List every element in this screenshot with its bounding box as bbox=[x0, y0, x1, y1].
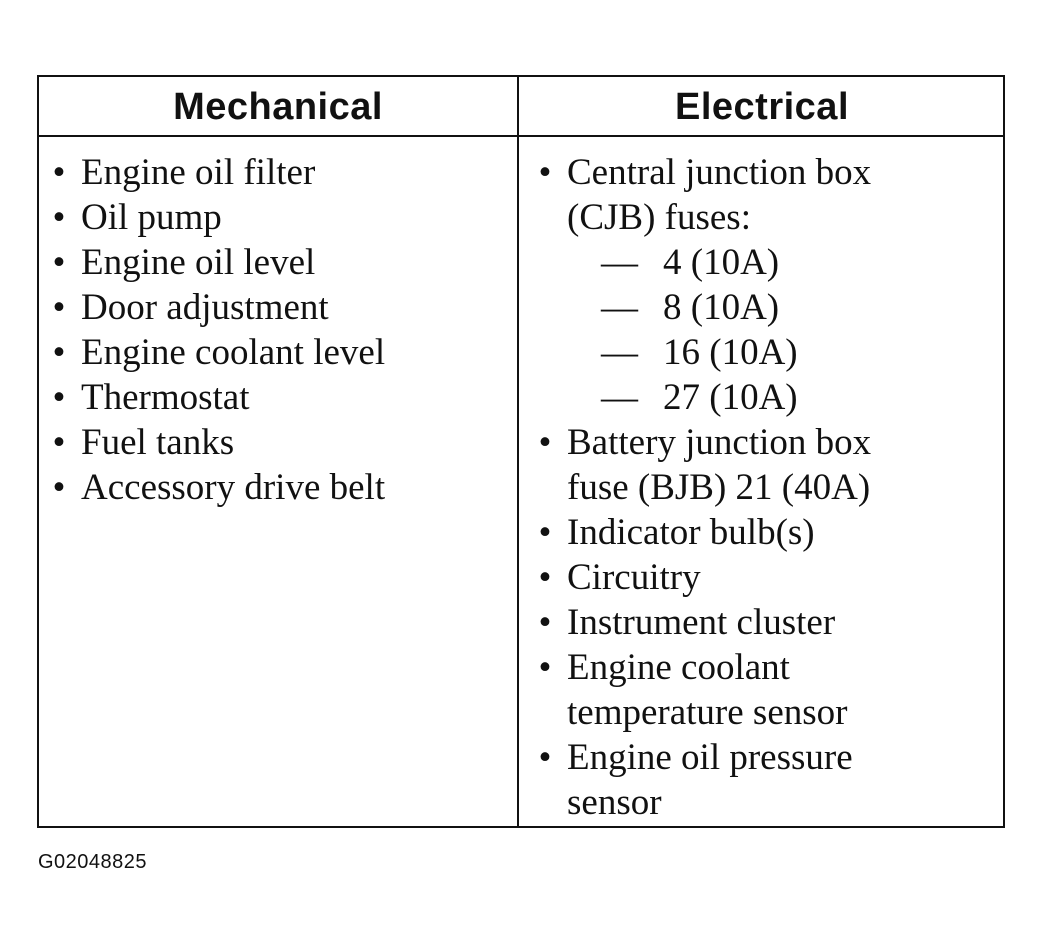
dash-icon: — bbox=[601, 242, 638, 283]
dash-icon: — bbox=[601, 332, 638, 373]
dash-icon: — bbox=[601, 377, 638, 418]
list-item-text: Engine oil filter bbox=[81, 152, 316, 193]
electrical-list: • Central junction box (CJB) fuses: — 4 (… bbox=[533, 150, 993, 825]
fuse-text: 4 (10A) bbox=[663, 242, 780, 283]
electrical-column: • Central junction box (CJB) fuses: — 4 (… bbox=[533, 150, 993, 825]
fuse-text: 27 (10A) bbox=[663, 377, 798, 418]
bullet-icon: • bbox=[538, 557, 552, 598]
bullet-icon: • bbox=[538, 512, 552, 553]
fuse-item: — 16 (10A) bbox=[567, 330, 993, 375]
bullet-icon: • bbox=[538, 422, 552, 463]
bullet-icon: • bbox=[52, 197, 66, 238]
list-item-text: temperature sensor bbox=[567, 692, 848, 733]
list-item: • Engine oil level bbox=[47, 240, 507, 285]
list-item-text: Central junction box bbox=[567, 152, 872, 193]
diagnosis-table: Mechanical Electrical • Engine oil filter… bbox=[37, 75, 1005, 828]
list-item-text: Oil pump bbox=[81, 197, 222, 238]
bullet-icon: • bbox=[52, 287, 66, 328]
list-item-oil-sensor: • Engine oil pressure sensor bbox=[533, 735, 993, 825]
mechanical-column: • Engine oil filter • Oil pump • Engine oil… bbox=[47, 150, 507, 510]
figure-id: G02048825 bbox=[38, 851, 148, 873]
fuse-item: — 8 (10A) bbox=[567, 285, 993, 330]
bullet-icon: • bbox=[52, 422, 66, 463]
list-item: • Accessory drive belt bbox=[47, 465, 507, 510]
list-item: • Door adjustment bbox=[47, 285, 507, 330]
list-item-text: Door adjustment bbox=[81, 287, 329, 328]
list-item-text: Accessory drive belt bbox=[81, 467, 386, 508]
fuse-text: 16 (10A) bbox=[663, 332, 798, 373]
list-item-text: (CJB) fuses: bbox=[567, 197, 751, 238]
list-item-text: Engine oil level bbox=[81, 242, 316, 283]
fuse-item: — 4 (10A) bbox=[567, 240, 993, 285]
bullet-icon: • bbox=[52, 467, 66, 508]
list-item: • Indicator bulb(s) bbox=[533, 510, 993, 555]
fuse-sub-list: — 4 (10A) — 8 (10A) — 16 (10A) — 27 (10A) bbox=[567, 240, 993, 420]
bullet-icon: • bbox=[538, 152, 552, 193]
list-item: • Thermostat bbox=[47, 375, 507, 420]
bullet-icon: • bbox=[538, 602, 552, 643]
list-item-coolant-sensor: • Engine coolant temperature sensor bbox=[533, 645, 993, 735]
list-item-bjb: • Battery junction box fuse (BJB) 21 (40… bbox=[533, 420, 993, 510]
list-item-text: Engine coolant bbox=[567, 647, 790, 688]
list-item-text: Engine coolant level bbox=[81, 332, 386, 373]
column-divider bbox=[517, 77, 519, 826]
list-item-text: Thermostat bbox=[81, 377, 250, 418]
list-item: • Engine oil filter bbox=[47, 150, 507, 195]
list-item-text: Instrument cluster bbox=[567, 602, 836, 643]
bullet-icon: • bbox=[538, 647, 552, 688]
fuse-text: 8 (10A) bbox=[663, 287, 780, 328]
list-item-text: Indicator bulb(s) bbox=[567, 512, 815, 553]
list-item: • Oil pump bbox=[47, 195, 507, 240]
bullet-icon: • bbox=[538, 737, 552, 778]
list-item-text: Engine oil pressure bbox=[567, 737, 853, 778]
list-item: • Fuel tanks bbox=[47, 420, 507, 465]
list-item: • Instrument cluster bbox=[533, 600, 993, 645]
table-header-row: Mechanical Electrical bbox=[39, 77, 1003, 137]
list-item-text: Fuel tanks bbox=[81, 422, 235, 463]
mechanical-list: • Engine oil filter • Oil pump • Engine oil… bbox=[47, 150, 507, 510]
mechanical-header: Mechanical bbox=[173, 86, 383, 128]
bullet-icon: • bbox=[52, 242, 66, 283]
list-item-text: sensor bbox=[567, 782, 662, 823]
list-item-cjb: • Central junction box (CJB) fuses: — 4 (… bbox=[533, 150, 993, 420]
bullet-icon: • bbox=[52, 377, 66, 418]
list-item-text: fuse (BJB) 21 (40A) bbox=[567, 467, 871, 508]
list-item-text: Circuitry bbox=[567, 557, 701, 598]
bullet-icon: • bbox=[52, 152, 66, 193]
list-item: • Circuitry bbox=[533, 555, 993, 600]
list-item: • Engine coolant level bbox=[47, 330, 507, 375]
list-item-text: Battery junction box bbox=[567, 422, 872, 463]
bullet-icon: • bbox=[52, 332, 66, 373]
electrical-header: Electrical bbox=[675, 86, 849, 128]
fuse-item: — 27 (10A) bbox=[567, 375, 993, 420]
dash-icon: — bbox=[601, 287, 638, 328]
